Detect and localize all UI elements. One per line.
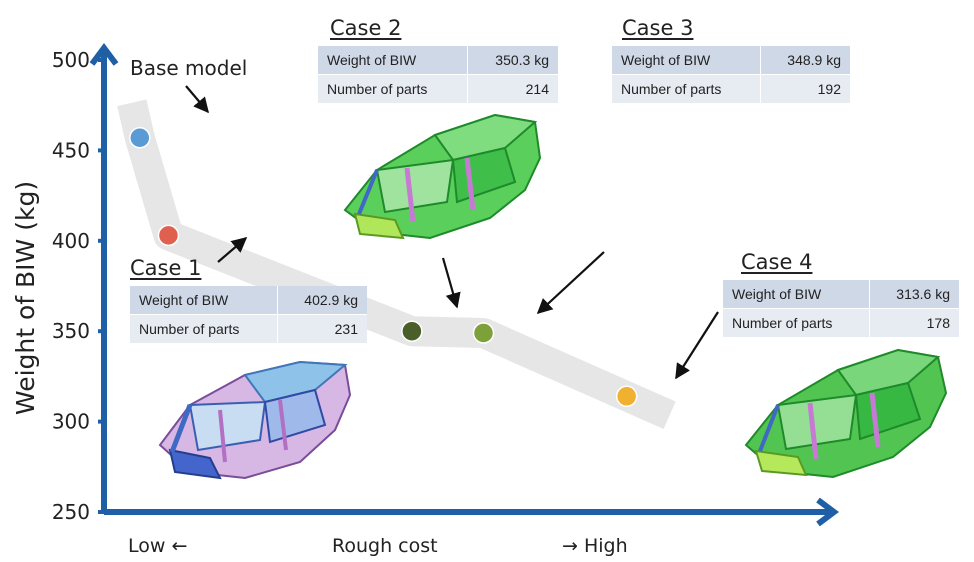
car-illustration-case-2-3 (343, 113, 542, 240)
table-row: Number of parts 231 (130, 314, 367, 344)
case-1-parts-value: 231 (277, 314, 367, 344)
case-1-parts-label: Number of parts (130, 314, 278, 344)
case-4-block: Case 4 Weight of BIW 313.6 kg Number of … (723, 250, 959, 338)
data-point-case-2 (401, 320, 423, 342)
case-2-weight-label: Weight of BIW (318, 46, 468, 75)
arrow-case-4 (675, 311, 719, 380)
case-4-parts-value: 178 (869, 308, 959, 338)
case-2-title: Case 2 (330, 16, 402, 40)
case-3-block: Case 3 Weight of BIW 348.9 kg Number of … (612, 16, 850, 104)
data-points (129, 126, 638, 408)
case-1-title: Case 1 (130, 256, 202, 280)
x-axis-low-label: Low ← (128, 535, 187, 557)
table-row: Number of parts 192 (612, 74, 850, 104)
x-axis-high-label: → High (562, 535, 628, 557)
base-model-label: Base model (130, 56, 247, 80)
y-tick-label: 300 (52, 410, 90, 434)
data-point-case-1 (157, 224, 180, 247)
case-3-weight-label: Weight of BIW (612, 46, 761, 75)
car-illustration-case-1 (158, 360, 352, 480)
case-3-title: Case 3 (622, 16, 694, 40)
y-tick-label: 250 (52, 500, 90, 524)
arrow-case-1 (217, 236, 248, 263)
data-point-case-3 (472, 322, 495, 344)
data-point-case-4 (615, 385, 638, 408)
y-tick-label: 500 (52, 48, 90, 72)
arrow-base-model (185, 85, 209, 114)
car-illustration-case-4 (744, 348, 948, 479)
table-row: Number of parts 178 (723, 308, 959, 338)
case-2-weight-value: 350.3 kg (467, 46, 558, 75)
data-point-base-model (129, 126, 151, 149)
case-2-table: Weight of BIW 350.3 kg Number of parts 2… (318, 46, 558, 104)
arrow-case-2 (441, 257, 461, 309)
y-tick-label: 350 (52, 319, 90, 343)
case-1-weight-value: 402.9 kg (277, 286, 367, 315)
case-4-parts-label: Number of parts (723, 308, 871, 338)
case-4-weight-value: 313.6 kg (869, 280, 959, 309)
y-tick-label: 450 (52, 138, 90, 162)
case-4-weight-label: Weight of BIW (723, 280, 871, 309)
case-2-block: Case 2 Weight of BIW 350.3 kg Number of … (318, 16, 558, 104)
case-3-table: Weight of BIW 348.9 kg Number of parts 1… (612, 46, 850, 104)
case-1-table: Weight of BIW 402.9 kg Number of parts 2… (130, 286, 367, 344)
y-tick-label: 400 (52, 229, 90, 253)
table-row: Weight of BIW 313.6 kg (723, 280, 959, 309)
y-axis-label: Weight of BIW (kg) (11, 181, 40, 415)
callout-arrows (185, 85, 719, 380)
case-3-parts-label: Number of parts (612, 74, 761, 104)
table-row: Weight of BIW 350.3 kg (318, 46, 558, 75)
case-2-parts-value: 214 (467, 74, 558, 104)
table-row: Number of parts 214 (318, 74, 558, 104)
table-row: Weight of BIW 348.9 kg (612, 46, 850, 75)
case-4-title: Case 4 (741, 250, 813, 274)
y-axis (89, 43, 119, 512)
case-1-block: Case 1 Weight of BIW 402.9 kg Number of … (130, 256, 367, 344)
case-3-weight-value: 348.9 kg (760, 46, 850, 75)
case-2-parts-label: Number of parts (318, 74, 468, 104)
case-1-weight-label: Weight of BIW (130, 286, 278, 315)
x-axis (104, 497, 839, 527)
case-4-table: Weight of BIW 313.6 kg Number of parts 1… (723, 280, 959, 338)
y-axis-tick-labels: 250 300 350 400 450 500 (52, 48, 90, 524)
case-3-parts-value: 192 (760, 74, 850, 104)
table-row: Weight of BIW 402.9 kg (130, 286, 367, 315)
arrow-case-3 (536, 251, 605, 315)
x-axis-label: Rough cost (332, 535, 438, 557)
